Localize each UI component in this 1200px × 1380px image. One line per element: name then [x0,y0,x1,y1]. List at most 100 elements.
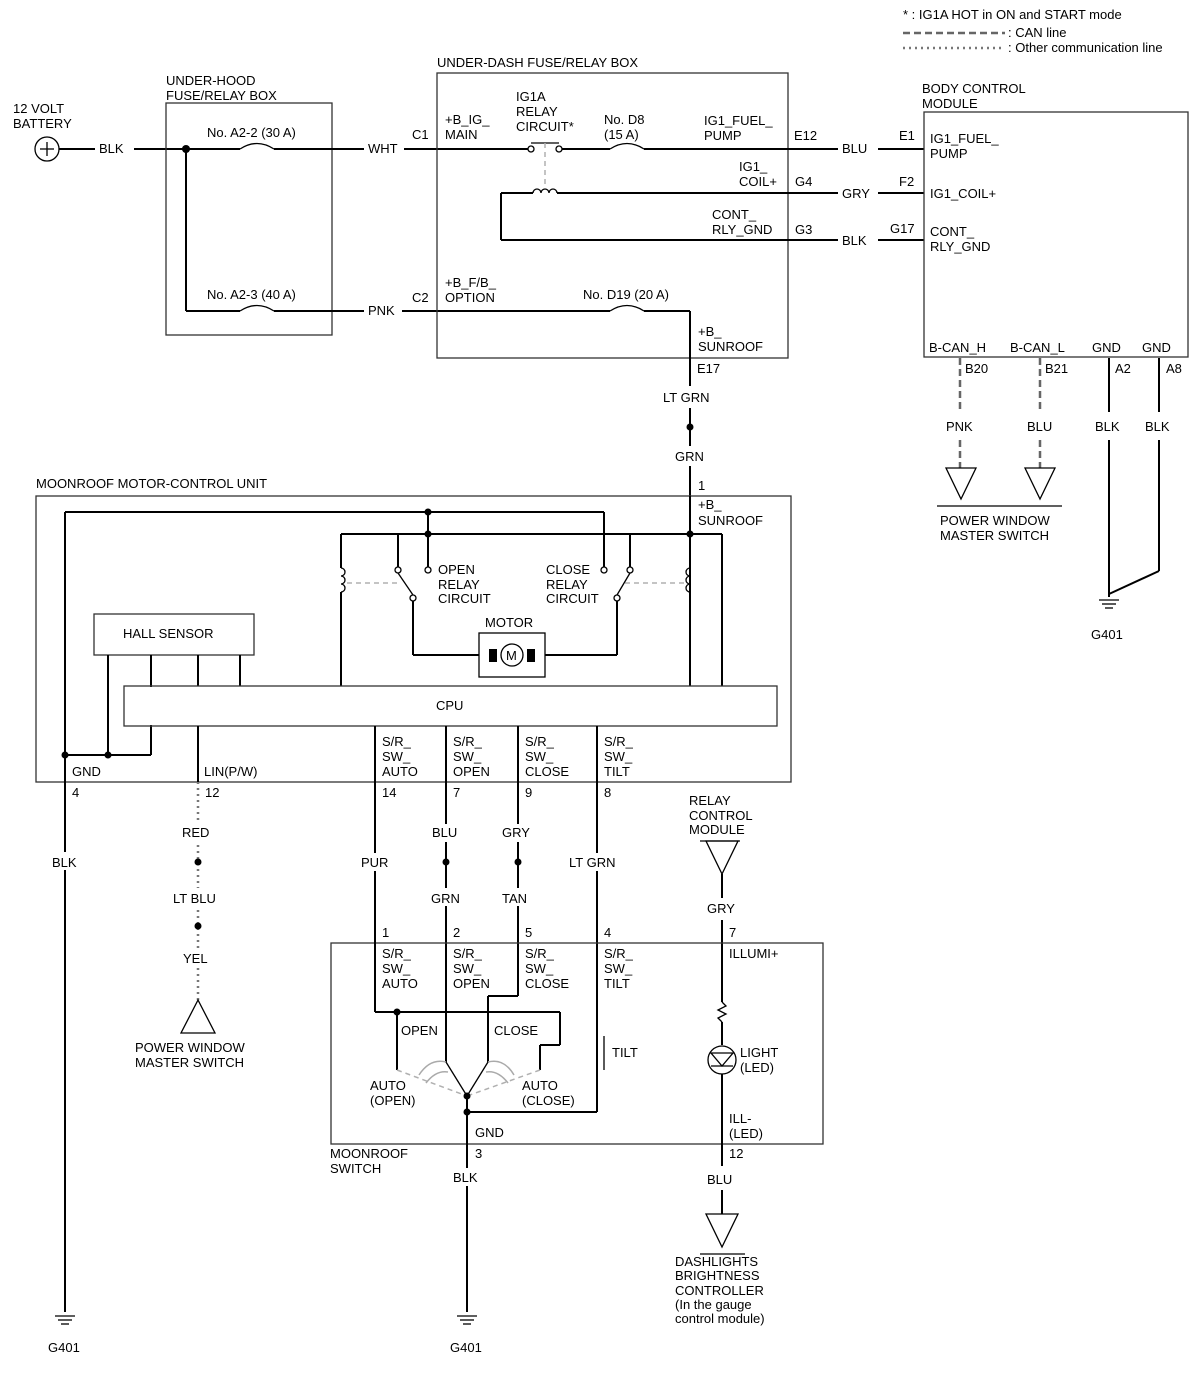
swopen-label-2: SW_ [453,749,482,764]
bcm-gnd-1: GND [1092,340,1121,355]
motor-icon [500,643,524,667]
pin-e12: E12 [794,128,817,143]
legend-other: : Other communication line [1008,40,1163,55]
swauto-label-1: S/R_ [382,734,412,749]
wire-label-blu-can: BLU [1027,419,1052,434]
pin-a2: A2 [1115,361,1131,376]
sw-open-label-3: OPEN [453,976,490,991]
mcu-lin-label: LIN(P/W) [204,764,257,779]
wire-label-pnk-can: PNK [946,419,973,434]
mcu-bsun-1: +B_ [698,497,722,512]
auto-open-label-1: AUTO [370,1078,406,1093]
resistor-icon [716,1001,728,1023]
pin-e17: E17 [697,361,720,376]
light-label-2: (LED) [740,1060,774,1075]
wire-label-yel: YEL [183,951,208,966]
dashlights-label-1: DASHLIGHTS [675,1254,758,1269]
pin-e1: E1 [899,128,915,143]
sw-auto-label-1: S/R_ [382,946,412,961]
wire-label-grn-feed: GRN [675,449,704,464]
ground-g401-bcm: G401 [1091,627,1123,642]
ill-label-2: (LED) [729,1126,763,1141]
ill-label-1: ILL- [729,1111,751,1126]
underhood-title-1: UNDER-HOOD [166,73,256,88]
swclose-label-3: CLOSE [525,764,569,779]
pin-g17: G17 [890,221,915,236]
under-hood-fuse-box: UNDER-HOOD FUSE/RELAY BOX No. A2-2 (30 A… [165,73,364,336]
pin-a8: A8 [1166,361,1182,376]
coil-label-1: IG1_ [739,159,768,174]
fuse-a2-3-label: No. A2-3 (40 A) [207,287,296,302]
swclose-label-2: SW_ [525,749,554,764]
ig1a-relay-label-3: CIRCUIT* [516,119,574,134]
switch-gnd-label: GND [475,1125,504,1140]
ig1a-relay-label-2: RELAY [516,104,558,119]
mcu-pin-1: 1 [698,478,705,493]
fuelpump-label-2: PUMP [704,128,742,143]
mcu-pin-9: 9 [525,785,532,800]
sw-tilt-label-2: SW_ [604,961,633,976]
wire-label-red: RED [182,825,209,840]
switch-pin-5: 5 [525,925,532,940]
underdash-box [436,72,789,359]
pin-g3: G3 [795,222,812,237]
switch-pin-12: 12 [729,1146,743,1161]
bcm-cont-label-1: CONT_ [930,224,975,239]
bigmain-label-2: MAIN [445,127,478,142]
pin-g4: G4 [795,174,812,189]
open-contact-arc [418,1060,447,1076]
wire-label-ltgrn-tilt: LT GRN [569,855,615,870]
mcu-pin-8: 8 [604,785,611,800]
fuse-d19-symbol [609,304,645,312]
sw-close-label-2: SW_ [525,961,554,976]
wire-label-blk-mcu-gnd: BLK [52,855,77,870]
underhood-box [165,102,333,336]
switch-pin-2: 2 [453,925,460,940]
wire-label-gry-illumi: GRY [707,901,735,916]
wire-label-tan: TAN [502,891,527,906]
hall-sensor-label: HALL SENSOR [123,626,214,641]
wire-label-ltblu: LT BLU [173,891,216,906]
bcm-title-1: BODY CONTROL [922,81,1026,96]
wire-label-blk-gnd-2: BLK [1145,419,1170,434]
pin-b21: B21 [1045,361,1068,376]
bcm-title-2: MODULE [922,96,978,111]
bcm-cont-label-2: RLY_GND [930,239,990,254]
moonroof-motor-control-unit: MOONROOF MOTOR-CONTROL UNIT 1 +B_ SUNROO… [35,476,792,1312]
sw-auto-label-3: AUTO [382,976,418,991]
bcm-fuel-label-2: PUMP [930,146,968,161]
swtilt-label-1: S/R_ [604,734,634,749]
swtilt-label-3: TILT [604,764,630,779]
swtilt-label-2: SW_ [604,749,633,764]
auto-close-label-1: AUTO [522,1078,558,1093]
fuse-a2-2-label: No. A2-2 (30 A) [207,125,296,140]
bfb-label-1: +B_F/B_ [445,275,497,290]
fuelpump-label-1: IG1_FUEL_ [704,113,773,128]
pin-b20: B20 [965,361,988,376]
relay-module-label-3: MODULE [689,822,745,837]
wire-label-ltgrn-feed: LT GRN [663,390,709,405]
underdash-title: UNDER-DASH FUSE/RELAY BOX [437,55,638,70]
swauto-label-2: SW_ [382,749,411,764]
wire-label-gry-close: GRY [502,825,530,840]
moonroof-switch: 1 2 5 4 7 S/R_ SW_ AUTO S/R_ SW_ OPEN S/… [330,925,824,1312]
switch-pin-4: 4 [604,925,611,940]
sw-close-label-1: S/R_ [525,946,555,961]
switch-pin-1: 1 [382,925,389,940]
relay-module-arrow [704,840,740,876]
close-relay-contact [600,566,608,574]
mcu-gnd-label: GND [72,764,101,779]
pws-label-1: POWER WINDOW [940,513,1050,528]
lin-target-label-1: POWER WINDOW [135,1040,245,1055]
dashlights-arrow [704,1213,740,1249]
cpu-label: CPU [436,698,463,713]
auto-close-label-2: (CLOSE) [522,1093,575,1108]
switch-pin-3: 3 [475,1146,482,1161]
lin-target-label-2: MASTER SWITCH [135,1055,244,1070]
open-relay-coil [340,567,346,593]
bcm-bcanh: B-CAN_H [929,340,986,355]
swclose-label-1: S/R_ [525,734,555,749]
mcu-pin-12: 12 [205,785,219,800]
dashlights-label-2: BRIGHTNESS [675,1268,760,1283]
led-icon [707,1045,737,1075]
